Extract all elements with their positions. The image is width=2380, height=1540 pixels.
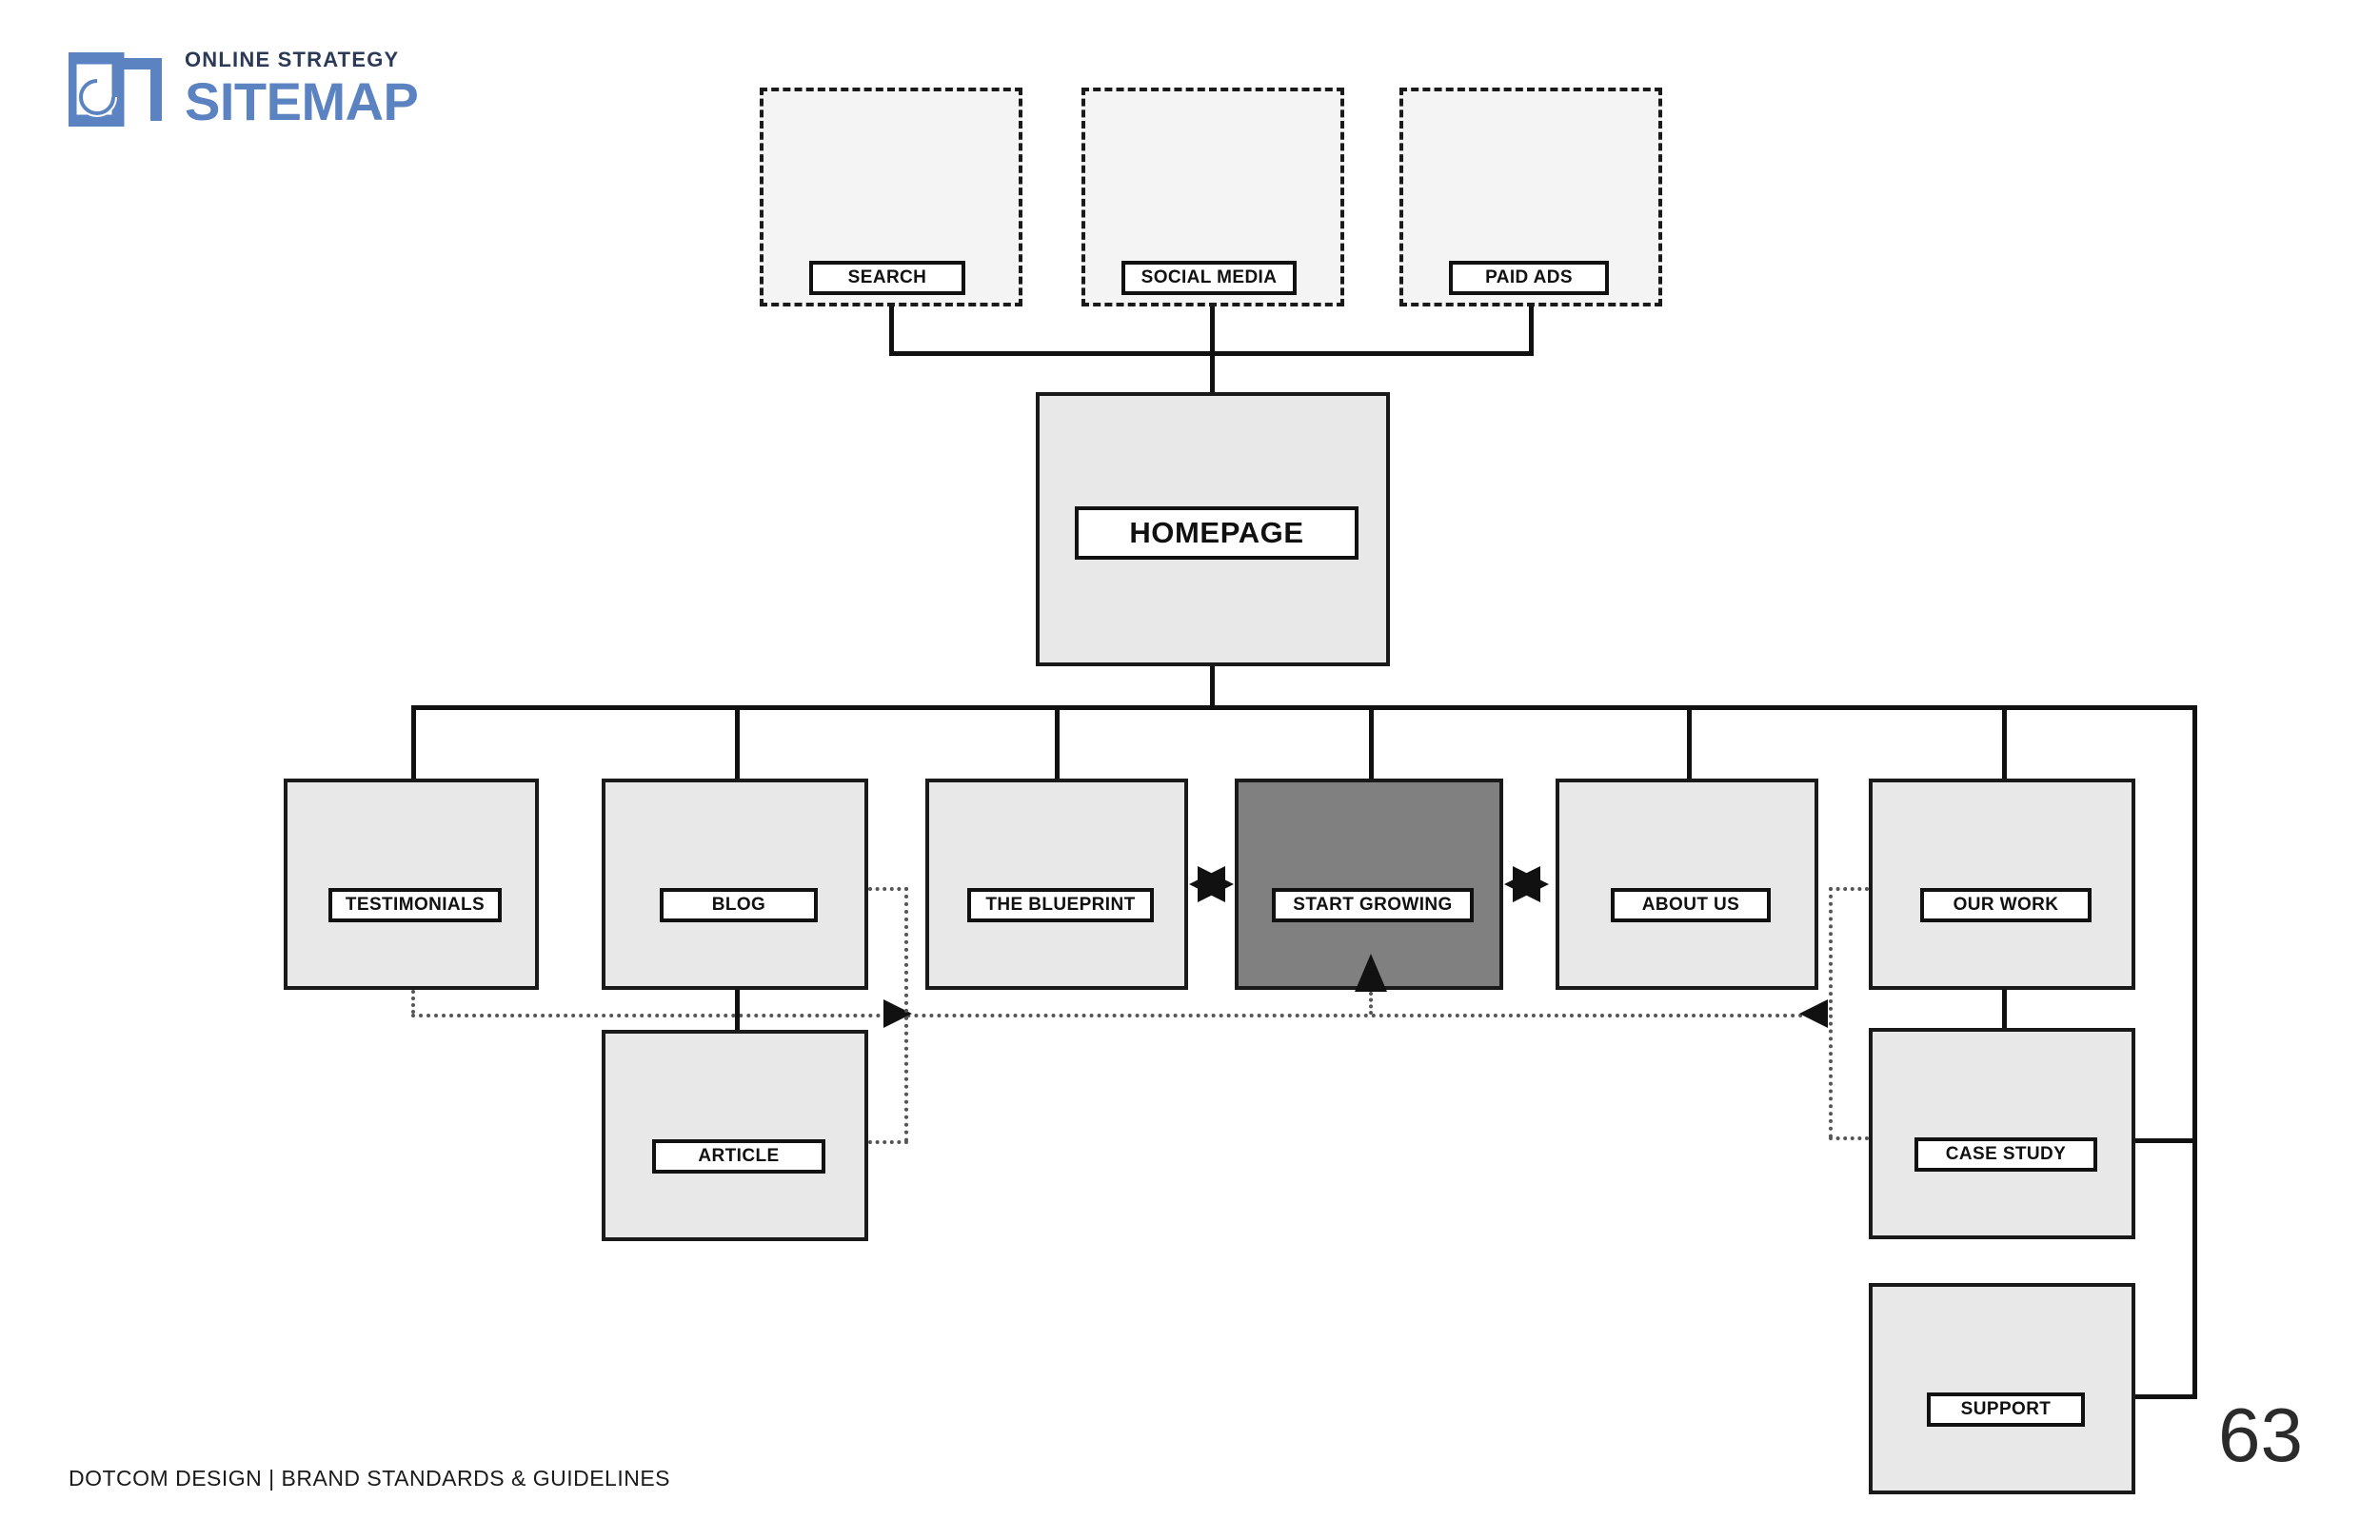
edge-search-drop bbox=[889, 306, 894, 355]
node-about-us[interactable]: ABOUT US bbox=[1556, 779, 1818, 990]
node-our-work[interactable]: OUR WORK bbox=[1869, 779, 2135, 990]
dotted-stub-article bbox=[868, 1140, 908, 1144]
node-blog-label: BLOG bbox=[660, 888, 818, 922]
dotted-stub-testimonials bbox=[411, 990, 415, 1014]
node-social-media[interactable]: SOCIAL MEDIA bbox=[1081, 88, 1344, 306]
edge-riser-to-case-study bbox=[2099, 1138, 2197, 1143]
page-number: 63 bbox=[2218, 1392, 2303, 1477]
brand-title: SITEMAP bbox=[185, 71, 419, 131]
arrowhead-start-growing-to-blueprint bbox=[1189, 866, 1225, 902]
node-paid-ads-label: PAID ADS bbox=[1449, 261, 1609, 295]
edge-homepage-stem bbox=[1210, 666, 1215, 709]
brand-kicker: ONLINE STRATEGY bbox=[185, 48, 400, 71]
edge-primary-bus bbox=[411, 705, 2197, 710]
node-paid-ads[interactable]: PAID ADS bbox=[1399, 88, 1662, 306]
node-blog[interactable]: BLOG bbox=[602, 779, 868, 990]
edge-drop-about-us bbox=[1687, 705, 1692, 810]
dotted-riser-start-growing bbox=[1369, 992, 1373, 1015]
dotted-stub-case-study bbox=[1829, 1136, 1869, 1140]
edge-riser-to-support bbox=[2099, 1394, 2197, 1399]
edge-social-drop bbox=[1210, 306, 1215, 355]
brand-wordmark: ONLINE STRATEGY SITEMAP bbox=[185, 48, 419, 131]
edge-right-riser bbox=[2192, 705, 2197, 1399]
edge-drop-blog bbox=[735, 705, 740, 810]
node-the-blueprint-label: THE BLUEPRINT bbox=[967, 888, 1154, 922]
node-case-study[interactable]: CASE STUDY bbox=[1869, 1028, 2135, 1239]
footer-text: DOTCOM DESIGN | BRAND STANDARDS & GUIDEL… bbox=[69, 1466, 671, 1491]
arrowhead-dotted-bus-left bbox=[1799, 999, 1828, 1028]
node-our-work-label: OUR WORK bbox=[1920, 888, 2092, 922]
edge-drop-blueprint bbox=[1055, 705, 1060, 810]
brand-logo: ONLINE STRATEGY SITEMAP bbox=[69, 48, 419, 131]
dotted-stub-our-work bbox=[1829, 887, 1869, 891]
edge-drop-start-growing bbox=[1369, 705, 1374, 810]
arrowhead-dotted-into-start-growing bbox=[1355, 954, 1387, 992]
dotcom-monogram-icon bbox=[69, 51, 162, 127]
node-homepage-label: HOMEPAGE bbox=[1075, 506, 1359, 560]
node-support-label: SUPPORT bbox=[1927, 1392, 2085, 1427]
edge-drop-testimonials bbox=[411, 705, 416, 810]
node-search-label: SEARCH bbox=[809, 261, 965, 295]
edge-paidads-drop bbox=[1529, 306, 1534, 355]
edge-bus-to-homepage bbox=[1210, 351, 1215, 427]
dotted-crosslink-bus bbox=[411, 1014, 1827, 1017]
node-about-us-label: ABOUT US bbox=[1611, 888, 1771, 922]
node-article[interactable]: ARTICLE bbox=[602, 1030, 868, 1241]
node-article-label: ARTICLE bbox=[652, 1139, 825, 1174]
node-homepage[interactable]: HOMEPAGE bbox=[1036, 392, 1390, 666]
node-testimonials[interactable]: TESTIMONIALS bbox=[284, 779, 539, 990]
node-support[interactable]: SUPPORT bbox=[1869, 1283, 2135, 1494]
arrowhead-about-us-to-start-growing bbox=[1504, 866, 1540, 902]
node-social-media-label: SOCIAL MEDIA bbox=[1121, 261, 1297, 295]
node-start-growing-label: START GROWING bbox=[1272, 888, 1474, 922]
dotted-stub-blog bbox=[868, 887, 908, 891]
edge-drop-our-work bbox=[2002, 705, 2007, 810]
dotted-link-our-work-case-study bbox=[1829, 887, 1833, 1138]
node-testimonials-label: TESTIMONIALS bbox=[328, 888, 502, 922]
node-the-blueprint[interactable]: THE BLUEPRINT bbox=[925, 779, 1188, 990]
node-case-study-label: CASE STUDY bbox=[1914, 1137, 2097, 1172]
dotted-link-blog-article bbox=[904, 887, 908, 1142]
node-search[interactable]: SEARCH bbox=[760, 88, 1022, 306]
